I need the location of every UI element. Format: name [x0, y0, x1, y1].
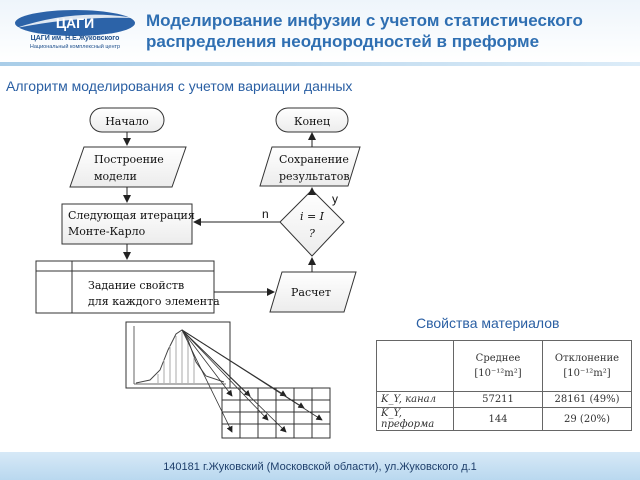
build-label-2: модели [94, 170, 137, 183]
end-label: Конец [294, 115, 330, 128]
iteration-label-1: Следующая итерация [68, 209, 195, 222]
deviation-header: Отклонение [554, 353, 620, 364]
logo: ЦАГИ [6, 6, 144, 56]
iteration-block: Следующая итерация Монте-Карло [61, 203, 195, 245]
footer-background [0, 452, 640, 480]
org-subtitle: Национальный комплексный центр [29, 44, 121, 50]
logo-wing-icon: ЦАГИ [15, 10, 135, 36]
properties-label-2: для каждого элемента [88, 295, 220, 308]
flowchart: Начало Построение модели Следующая итера… [35, 107, 361, 439]
decision-label-2: ? [309, 227, 315, 240]
distribution-plot [125, 321, 231, 389]
save-label-1: Сохранение [279, 153, 349, 166]
deviation-header-cell: Отклонение [10⁻¹²m²] [542, 340, 632, 392]
page-title: Моделирование инфузии с учетом статистич… [146, 11, 583, 51]
decision-label-1: i = I [300, 210, 325, 223]
row-deviation: 28161 (49%) [542, 391, 632, 408]
element-grid [221, 387, 331, 439]
row-mean: 144 [453, 407, 543, 431]
table-row: K_Y, канал 57211 28161 (49%) [376, 391, 632, 408]
build-label-1: Построение [94, 153, 164, 166]
materials-table: Среднее [10⁻¹²m²] Отклонение [10⁻¹²m²] K… [376, 340, 632, 431]
footer-address: 140181 г.Жуковский (Московской области),… [163, 461, 477, 473]
table-row: K_Y, преформа 144 29 (20%) [376, 407, 632, 431]
calculation-block: Расчет [269, 271, 357, 313]
save-results-block: Сохранение результатов [259, 146, 361, 187]
org-name: ЦАГИ им. Н.Е.Жуковского [30, 35, 120, 42]
mean-header: Среднее [475, 353, 521, 364]
decision-block: i = I ? [279, 189, 345, 257]
iteration-label-2: Монте-Карло [68, 225, 146, 238]
row-mean: 57211 [453, 391, 543, 408]
properties-label-1: Задание свойств [88, 279, 184, 292]
row-label: K_Y, преформа [376, 407, 454, 431]
materials-heading: Свойства материалов [416, 315, 560, 331]
end-terminal: Конец [275, 107, 349, 133]
save-label-2: результатов [279, 170, 350, 183]
no-label: n [262, 207, 269, 221]
section-subtitle: Алгоритм моделирования с учетом вариации… [6, 78, 353, 94]
logo-text: ЦАГИ [56, 15, 94, 31]
build-model-block: Построение модели [69, 146, 187, 188]
table-corner-cell [376, 340, 454, 392]
sampling-arrows [181, 329, 323, 433]
deviation-unit: [10⁻¹²m²] [563, 368, 611, 379]
start-terminal: Начало [89, 107, 165, 133]
calculation-label: Расчет [291, 286, 331, 299]
yes-label: y [332, 192, 338, 206]
mean-unit: [10⁻¹²m²] [474, 368, 522, 379]
start-label: Начало [105, 115, 149, 128]
table-header-row: Среднее [10⁻¹²m²] Отклонение [10⁻¹²m²] [376, 340, 632, 392]
mean-header-cell: Среднее [10⁻¹²m²] [453, 340, 543, 392]
properties-block: Задание свойств для каждого элемента [35, 260, 220, 314]
row-deviation: 29 (20%) [542, 407, 632, 431]
header-divider [0, 62, 640, 66]
row-label: K_Y, канал [376, 391, 454, 408]
